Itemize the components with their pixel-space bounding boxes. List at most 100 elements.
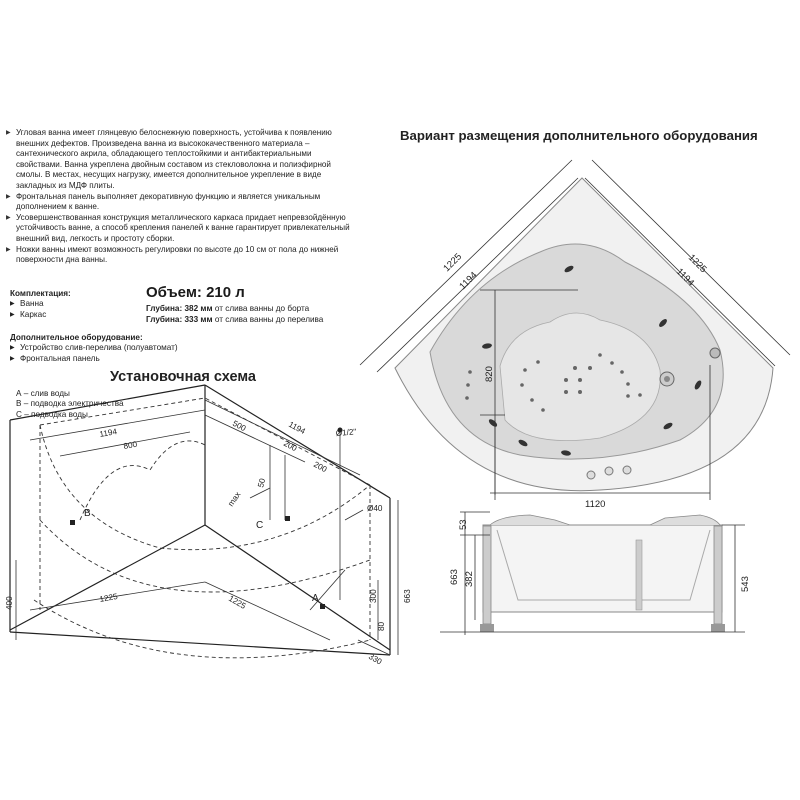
label-663: 663 (403, 589, 412, 603)
air-jet (598, 353, 602, 357)
label-543: 543 (740, 576, 751, 592)
jet (482, 343, 492, 349)
label-1225: 1225 (99, 592, 119, 604)
placement-title: Вариант размещения дополнительного обору… (400, 128, 758, 143)
point-b-marker (70, 520, 75, 525)
air-jet (466, 383, 470, 387)
jet (518, 439, 528, 447)
jet (659, 319, 667, 327)
legend-item: А – слив воды (16, 389, 70, 398)
dimension-line-right-inner (584, 177, 776, 367)
side-view: 53 663 382 543 (440, 511, 751, 635)
air-jet (523, 368, 527, 372)
label-b: B (84, 508, 91, 519)
label-1120: 1120 (585, 499, 605, 510)
air-jet (564, 390, 568, 394)
extra-equipment-block: Дополнительное оборудование: Устройство … (10, 333, 178, 365)
volume-label: Объем: 210 л (146, 284, 245, 301)
control-button (622, 465, 632, 475)
description-paragraph: Ножки ванны имеют возможность регулировк… (6, 245, 356, 266)
air-jet (620, 370, 624, 374)
description-block: Угловая ванна имеет глянцевую белоснежну… (6, 128, 356, 266)
label-80: 80 (377, 621, 386, 631)
dimension-line (29, 581, 206, 611)
air-jet (564, 378, 568, 382)
frame-leg (482, 525, 492, 625)
control-button (586, 470, 596, 480)
air-jet (588, 366, 592, 370)
leader-line (344, 509, 364, 521)
side-panel (482, 524, 723, 613)
label-1194: 1194 (99, 427, 118, 439)
label-a: A (312, 593, 319, 604)
label-c: C (256, 520, 263, 531)
placement-top-view: 1225 1194 1225 1194 820 1120 (359, 159, 791, 510)
jet (564, 265, 574, 273)
floor-line (204, 524, 391, 651)
dimension-line (357, 639, 391, 656)
tub-profile (496, 529, 711, 601)
description-paragraph: Угловая ванна имеет глянцевую белоснежну… (6, 128, 356, 192)
label-max: max (226, 490, 242, 508)
description-paragraph: Усовершенствованная конструкция металлич… (6, 213, 356, 245)
depth-line: Глубина: 382 мм от слива ванны до борта (146, 304, 310, 313)
wall-line (9, 384, 206, 421)
frame-post (635, 539, 643, 611)
extra-title: Дополнительное оборудование: (10, 333, 143, 342)
dimension-line (204, 581, 331, 641)
tub-bottom-outline (39, 519, 371, 593)
dimension-line (59, 431, 191, 457)
point-c-marker (285, 516, 290, 521)
jet (663, 422, 673, 430)
dimension-line (29, 409, 206, 441)
jet (694, 380, 702, 390)
label-820: 820 (484, 366, 495, 382)
control-button (604, 466, 614, 476)
air-jet (541, 408, 545, 412)
label-1194: 1194 (287, 420, 307, 436)
dimension-line-left-outer (359, 159, 573, 366)
install-legend: А – слив воды В – подводка электричества… (16, 389, 124, 420)
tub-seat (499, 312, 661, 442)
frame-leg (713, 525, 723, 625)
air-jet (626, 382, 630, 386)
air-jet (610, 361, 614, 365)
leader-line (249, 487, 271, 499)
point-a-marker (320, 604, 325, 609)
overflow-icon (709, 347, 721, 359)
label-pipe-diameter: Ø1/2" (335, 427, 356, 438)
label-400: 400 (5, 596, 14, 610)
kit-item: Ванна (10, 299, 71, 310)
air-jet (578, 390, 582, 394)
drain-center (664, 376, 670, 382)
air-jet (468, 370, 472, 374)
label-53: 53 (458, 519, 469, 530)
extra-item: Устройство слив-перелива (полуавтомат) (10, 343, 178, 354)
air-jet (520, 383, 524, 387)
legend-item: В – подводка электричества (16, 399, 124, 409)
label-800: 800 (123, 440, 138, 451)
jet (561, 450, 571, 456)
legend-item: С – подводка воды (16, 409, 88, 419)
description-paragraph: Фронтальная панель выполняет декоративну… (6, 192, 356, 213)
drain-line (309, 569, 346, 611)
label-drain-diameter: Ø40 (367, 504, 383, 513)
install-title: Установочная схема (110, 369, 256, 385)
floor-edge (9, 631, 391, 656)
kit-block: Комплектация: Ванна Каркас (10, 289, 71, 321)
dimension-line-left-inner (376, 177, 579, 373)
pipe-fitting (337, 427, 343, 433)
air-jet (536, 360, 540, 364)
label-382: 382 (464, 571, 475, 587)
label-1225: 1225 (227, 594, 248, 611)
dimension-line-right-outer (591, 159, 791, 356)
label-300: 300 (369, 589, 378, 603)
floor-line (9, 524, 206, 631)
air-jet (626, 394, 630, 398)
dimension-line (204, 414, 306, 463)
tub-inner-outline (79, 440, 206, 521)
air-jet (638, 393, 642, 397)
depth-line: Глубина: 333 мм от слива ванны до перели… (146, 315, 324, 324)
label-1225: 1225 (441, 251, 464, 274)
tub-base-outline (33, 599, 371, 659)
